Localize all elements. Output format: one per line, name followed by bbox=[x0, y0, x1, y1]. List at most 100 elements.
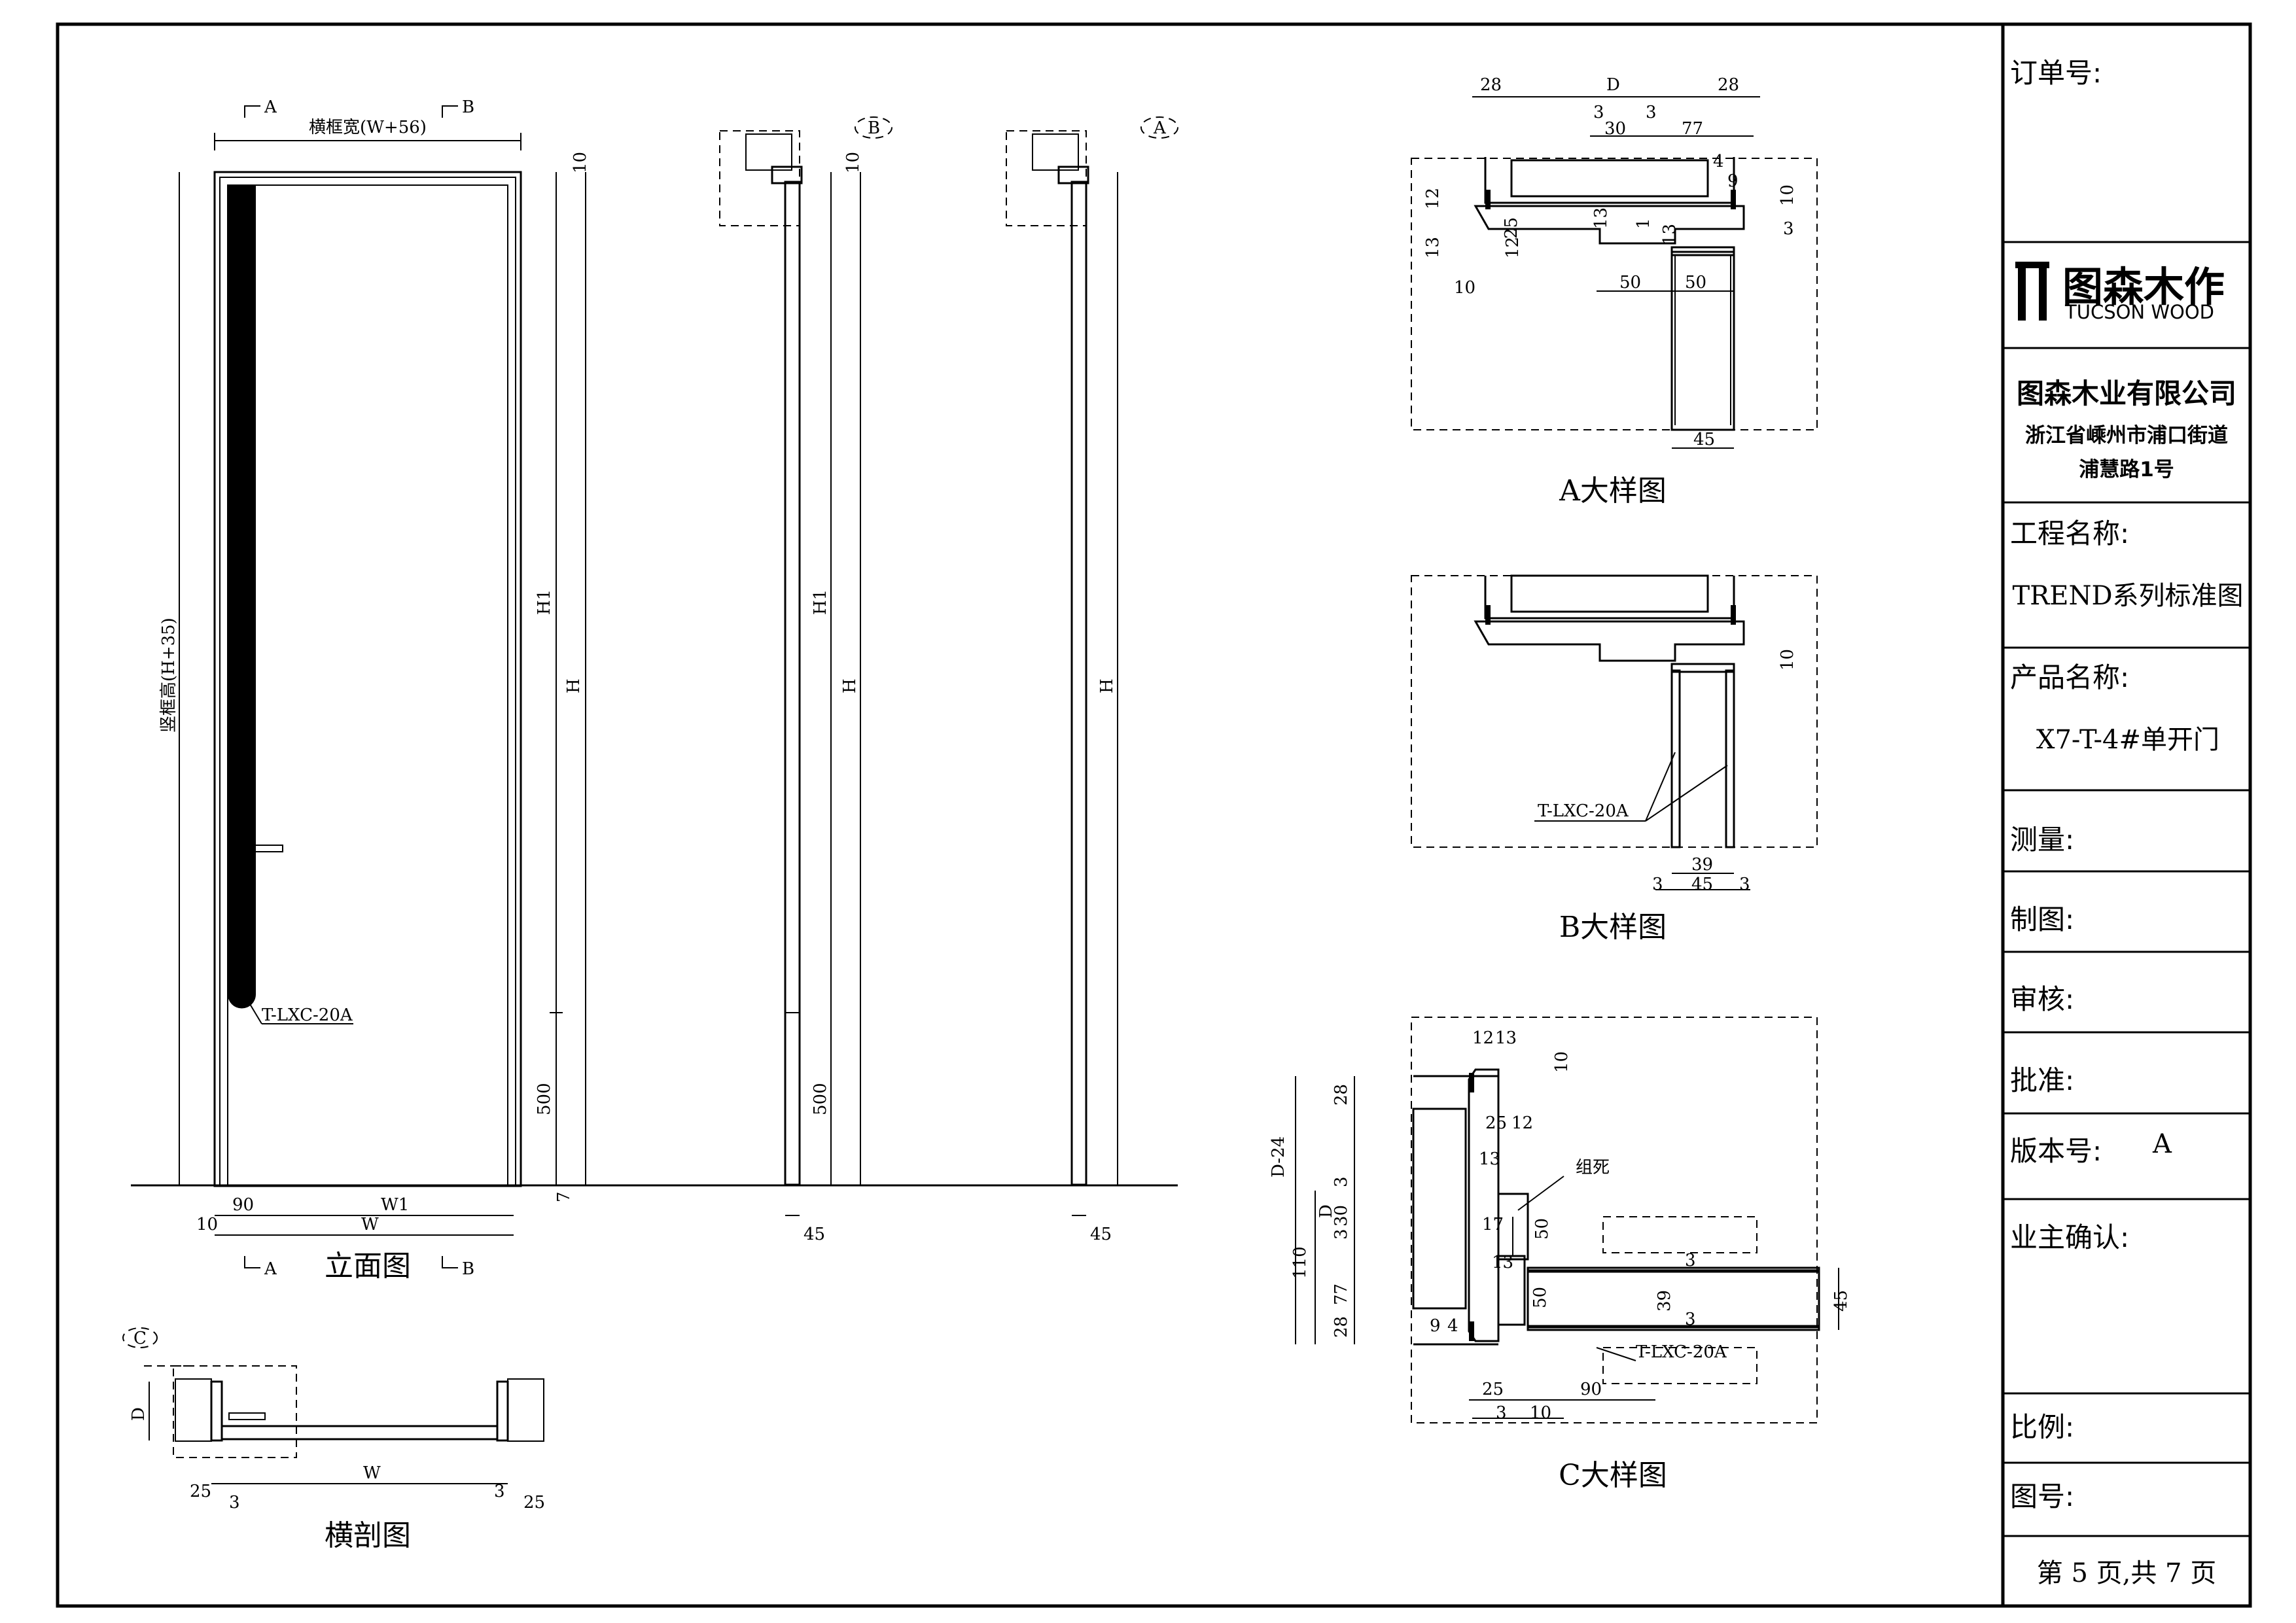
detail-b: 10 T-LXC-20A 39 3 45 3 B大样图 bbox=[1411, 574, 1818, 944]
deta-13-left: 13 bbox=[1423, 237, 1443, 258]
elev-10-label: 10 bbox=[571, 152, 590, 173]
horiz-w-label: W bbox=[363, 1463, 381, 1483]
horizontal-section: C D W 25 3 3 25 横剖图 bbox=[122, 1327, 545, 1552]
elev-7-label: 7 bbox=[554, 1191, 574, 1202]
logo-icon bbox=[2015, 262, 2049, 321]
detc-17: 17 bbox=[1482, 1215, 1504, 1234]
detc-45: 45 bbox=[1831, 1290, 1851, 1312]
elev-w1-label: W1 bbox=[381, 1195, 409, 1215]
secb-h-label: H bbox=[840, 678, 860, 693]
detc-28-top: 28 bbox=[1332, 1084, 1351, 1106]
detail-c: 12 13 10 28 D-24 3 D 30 3 110 77 28 25 1… bbox=[1269, 1017, 1851, 1492]
detc-39: 39 bbox=[1655, 1290, 1674, 1312]
detc-3-foot: 3 bbox=[1496, 1403, 1507, 1423]
deta-45: 45 bbox=[1693, 430, 1715, 449]
elev-90-label: 90 bbox=[232, 1195, 254, 1215]
detc-profile: T-LXC-20A bbox=[1636, 1342, 1727, 1362]
detc-30: 30 bbox=[1332, 1205, 1351, 1227]
detc-3-top: 3 bbox=[1685, 1251, 1696, 1270]
logo-cn: 图森木作 bbox=[2062, 263, 2225, 311]
product-label: 产品名称: bbox=[2010, 661, 2130, 693]
caption-horizontal: 横剖图 bbox=[325, 1519, 411, 1552]
detc-10-top: 10 bbox=[1552, 1051, 1572, 1073]
deta-13-right: 13 bbox=[1660, 224, 1680, 245]
detb-39: 39 bbox=[1691, 855, 1713, 875]
project-label: 工程名称: bbox=[2010, 517, 2130, 550]
deta-28-left: 28 bbox=[1480, 75, 1502, 95]
detc-d24: D-24 bbox=[1269, 1136, 1288, 1178]
draw-label: 制图: bbox=[2010, 903, 2075, 935]
deta-77: 77 bbox=[1682, 119, 1703, 139]
detc-50-lower: 50 bbox=[1530, 1287, 1550, 1308]
deta-9: 9 bbox=[1727, 171, 1739, 191]
detc-9: 9 bbox=[1430, 1316, 1441, 1336]
deta-12b: 12 bbox=[1503, 237, 1523, 258]
detc-4: 4 bbox=[1447, 1316, 1458, 1336]
version-label: 版本号: bbox=[2010, 1135, 2102, 1167]
deta-4: 4 bbox=[1713, 152, 1724, 171]
logo-en: TUCSON WOOD bbox=[2065, 301, 2214, 323]
door-handle bbox=[255, 845, 283, 852]
owner-confirm-label: 业主确认: bbox=[2010, 1221, 2130, 1253]
deta-10: 10 bbox=[1778, 184, 1797, 206]
section-mark-a-top: A bbox=[264, 97, 277, 117]
scale-label: 比例: bbox=[2010, 1411, 2075, 1443]
deta-50-left: 50 bbox=[1619, 273, 1641, 292]
elevation-view: 横框宽(W+56) A B 竖框高(H+35) H1 H 500 10 7 90… bbox=[131, 97, 1178, 1283]
detc-3b: 3 bbox=[1332, 1229, 1351, 1240]
deta-50-right: 50 bbox=[1685, 273, 1706, 292]
project-value: TREND系列标准图 bbox=[2012, 581, 2244, 611]
deta-13-mid: 13 bbox=[1591, 207, 1611, 229]
detc-77: 77 bbox=[1332, 1283, 1351, 1305]
page-indicator: 第 5 页,共 7 页 bbox=[2036, 1558, 2217, 1588]
seca-h-label: H bbox=[1097, 678, 1117, 693]
caption-detail-b: B大样图 bbox=[1559, 911, 1667, 944]
measure-label: 测量: bbox=[2010, 824, 2075, 856]
secb-mark: B bbox=[868, 118, 880, 138]
horiz-25-right: 25 bbox=[523, 1493, 545, 1512]
section-mark-b-top: B bbox=[462, 97, 474, 117]
deta-10-bottom: 10 bbox=[1454, 278, 1475, 298]
caption-detail-c: C大样图 bbox=[1559, 1459, 1667, 1492]
detc-110: 110 bbox=[1290, 1246, 1310, 1279]
detc-90: 90 bbox=[1580, 1380, 1602, 1399]
section-mark-b-bottom: B bbox=[462, 1259, 474, 1279]
deta-3b: 3 bbox=[1646, 103, 1657, 122]
detc-13-mid: 13 bbox=[1479, 1149, 1500, 1169]
detc-13-top: 13 bbox=[1495, 1028, 1517, 1048]
address-line-2: 浦慧路1号 bbox=[2079, 458, 2174, 481]
elev-500-label: 500 bbox=[535, 1083, 554, 1115]
detc-fixed: 组死 bbox=[1576, 1158, 1610, 1178]
glass-strip bbox=[228, 185, 256, 1009]
detc-28-bottom: 28 bbox=[1332, 1316, 1351, 1338]
seca-mark: A bbox=[1153, 118, 1167, 138]
secb-10-label: 10 bbox=[843, 152, 863, 173]
detc-3-bottom: 3 bbox=[1685, 1310, 1696, 1329]
detc-3a: 3 bbox=[1332, 1176, 1351, 1187]
horiz-3-left: 3 bbox=[229, 1493, 240, 1512]
detb-3-left: 3 bbox=[1652, 875, 1663, 894]
secb-45-label: 45 bbox=[804, 1225, 825, 1244]
sheet-border bbox=[56, 22, 2252, 1608]
product-value: X7-T-4#单开门 bbox=[2036, 725, 2220, 755]
elev-profile-label: T-LXC-20A bbox=[262, 1005, 353, 1025]
elev-h-label: H bbox=[564, 678, 584, 693]
section-view-a: H A 45 bbox=[1006, 116, 1178, 1244]
order-number-label: 订单号: bbox=[2010, 57, 2102, 89]
elev-w-label: W bbox=[361, 1215, 379, 1234]
detc-50-upper: 50 bbox=[1532, 1218, 1552, 1240]
detc-12b: 12 bbox=[1511, 1113, 1533, 1133]
detc-25-bottom: 25 bbox=[1482, 1380, 1504, 1399]
section-view-b: H1 H 500 10 B 45 bbox=[719, 116, 892, 1244]
approve-label: 批准: bbox=[2010, 1064, 2075, 1096]
version-value: A bbox=[2153, 1129, 2172, 1159]
company-name: 图森木业有限公司 bbox=[2016, 377, 2236, 410]
title-block bbox=[2001, 24, 2250, 1606]
drawing-number-label: 图号: bbox=[2010, 1480, 2075, 1512]
horiz-c-mark: C bbox=[133, 1329, 147, 1348]
deta-3a: 3 bbox=[1593, 103, 1604, 122]
deta-1: 1 bbox=[1634, 218, 1653, 229]
detb-10: 10 bbox=[1778, 649, 1797, 671]
deta-30: 30 bbox=[1604, 119, 1626, 139]
horiz-d-label: D bbox=[129, 1407, 149, 1421]
